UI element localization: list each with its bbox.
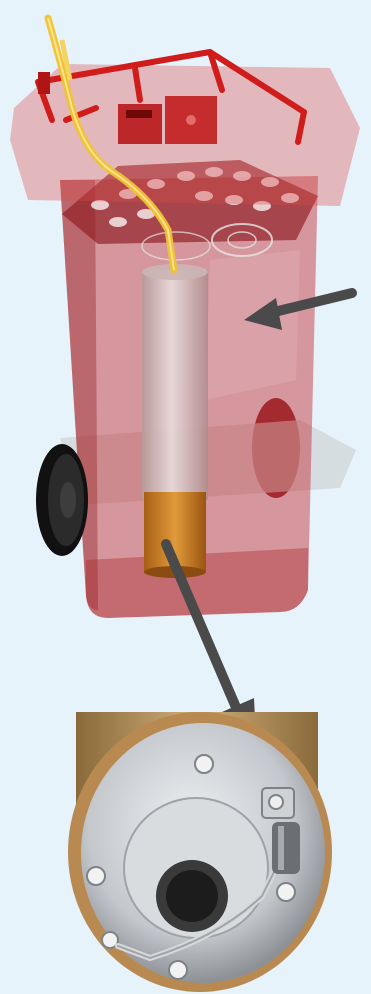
bin-body-highlight <box>205 250 300 400</box>
handle-grip <box>38 72 50 94</box>
control-display <box>126 110 152 118</box>
closeup-center-hole-inner <box>166 870 218 922</box>
wheelie-bin-illustration <box>10 18 360 618</box>
control-knob <box>186 115 196 125</box>
closeup-igniter <box>272 822 300 874</box>
left-wheel <box>36 444 88 556</box>
burner-base-closeup <box>68 712 332 992</box>
closeup-bracket-hole <box>269 795 283 809</box>
closeup-igniter-highlight <box>278 826 284 870</box>
central-tube <box>142 270 208 500</box>
